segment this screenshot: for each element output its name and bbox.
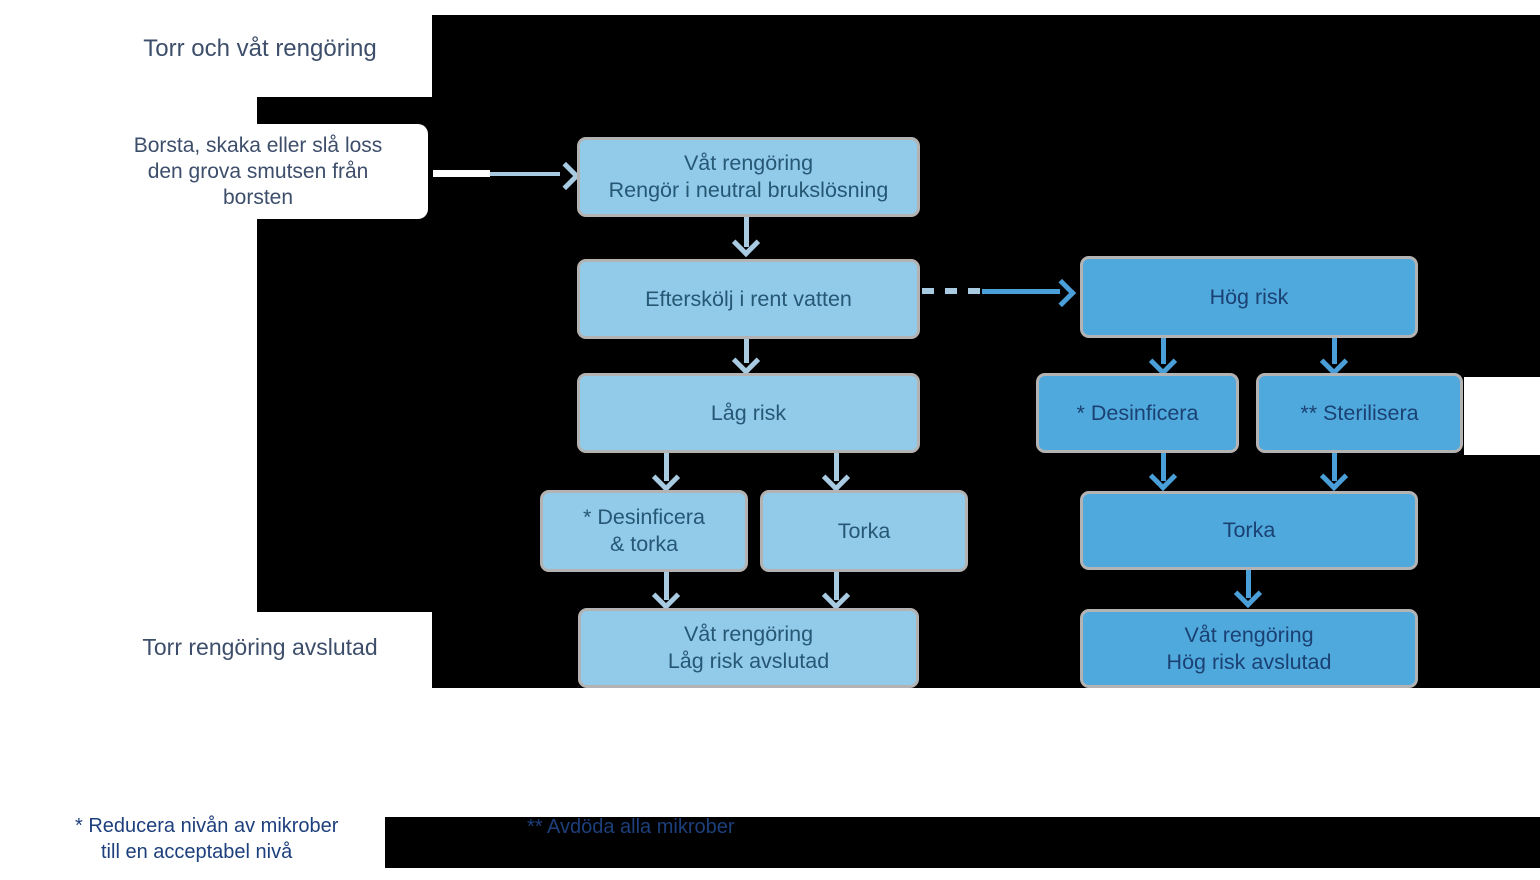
connector-brush-white-segment bbox=[433, 170, 490, 177]
node-dry-right-label: Torka bbox=[1222, 518, 1276, 542]
connector-rinse-to-high-dashed bbox=[922, 288, 982, 294]
connector-dryright-to-done bbox=[1246, 570, 1251, 598]
node-wet-low-risk-done-line1: Våt rengöring bbox=[683, 622, 814, 646]
connector-sterilize-to-dry bbox=[1332, 453, 1337, 481]
footnote-reduce-line2: till en acceptabel nivå bbox=[101, 841, 293, 863]
node-high-risk: Hög risk bbox=[1080, 256, 1418, 338]
node-disinfect-and-dry-line2: & torka bbox=[609, 532, 679, 556]
label-brush-note: Borsta, skaka eller slå loss den grova s… bbox=[88, 124, 428, 219]
node-wet-cleaning: Våt rengöring Rengör i neutral brukslösn… bbox=[577, 137, 920, 217]
connector-disinfect-to-dry bbox=[1161, 453, 1166, 481]
connector-high-to-sterilize bbox=[1332, 338, 1337, 364]
node-disinfect-and-dry-line1: * Desinficera bbox=[583, 505, 705, 529]
background-white-notch bbox=[1464, 377, 1540, 455]
node-wet-cleaning-line2: Rengör i neutral brukslösning bbox=[608, 178, 889, 202]
label-brush-note-line2: den grova smutsen från bbox=[147, 159, 369, 183]
node-wet-high-risk-done: Våt rengöring Hög risk avslutad bbox=[1080, 609, 1418, 688]
connector-brush-to-wet bbox=[490, 172, 560, 176]
footnote-reduce-line1: * Reducera nivån av mikrober bbox=[75, 815, 339, 837]
footnote-kill-microbes: ** Avdöda alla mikrober bbox=[527, 816, 735, 838]
node-rinse: Efterskölj i rent vatten bbox=[577, 259, 920, 339]
node-low-risk: Låg risk bbox=[577, 373, 920, 453]
connector-low-to-disinfectdry bbox=[664, 453, 669, 481]
node-disinfect: * Desinficera bbox=[1036, 373, 1239, 453]
node-wet-high-risk-done-line2: Hög risk avslutad bbox=[1166, 649, 1332, 674]
node-wet-low-risk-done-line2: Låg risk avslutad bbox=[667, 649, 830, 673]
label-brush-note-line1: Borsta, skaka eller slå loss bbox=[133, 133, 383, 157]
connector-high-to-disinfect bbox=[1161, 338, 1166, 364]
label-brush-note-line3: borsten bbox=[222, 185, 294, 209]
node-high-risk-label: Hög risk bbox=[1209, 284, 1289, 309]
node-sterilize-label: ** Sterilisera bbox=[1300, 400, 1419, 425]
node-sterilize: ** Sterilisera bbox=[1256, 373, 1463, 453]
footnote-reduce-microbes: * Reducera nivån av mikrober till en acc… bbox=[75, 813, 415, 865]
label-dry-cleaning-done: Torr rengöring avslutad bbox=[142, 634, 378, 660]
node-low-risk-label: Låg risk bbox=[710, 400, 787, 425]
node-rinse-label: Efterskölj i rent vatten bbox=[645, 286, 852, 311]
connector-low-to-dry bbox=[834, 453, 839, 481]
node-disinfect-label: * Desinficera bbox=[1076, 400, 1199, 425]
node-wet-cleaning-line1: Våt rengöring bbox=[683, 151, 814, 175]
node-dry-left: Torka bbox=[760, 490, 968, 572]
connector-dryleft-to-done bbox=[834, 572, 839, 600]
node-dry-right: Torka bbox=[1080, 491, 1418, 570]
background-mask-bottom-band bbox=[385, 817, 1540, 868]
connector-rinse-to-low bbox=[744, 339, 749, 363]
node-wet-low-risk-done: Våt rengöring Låg risk avslutad bbox=[578, 608, 919, 688]
connector-rinse-to-high-solid bbox=[982, 289, 1060, 294]
connector-wet-to-rinse bbox=[744, 217, 749, 247]
node-dry-left-label: Torka bbox=[837, 518, 891, 543]
page-title: Torr och våt rengöring bbox=[143, 35, 377, 62]
node-wet-high-risk-done-line1: Våt rengöring bbox=[1184, 622, 1314, 647]
background-mask-main bbox=[432, 15, 1540, 688]
node-disinfect-and-dry: * Desinficera & torka bbox=[540, 490, 748, 572]
connector-disinfectdry-to-done bbox=[664, 572, 669, 600]
